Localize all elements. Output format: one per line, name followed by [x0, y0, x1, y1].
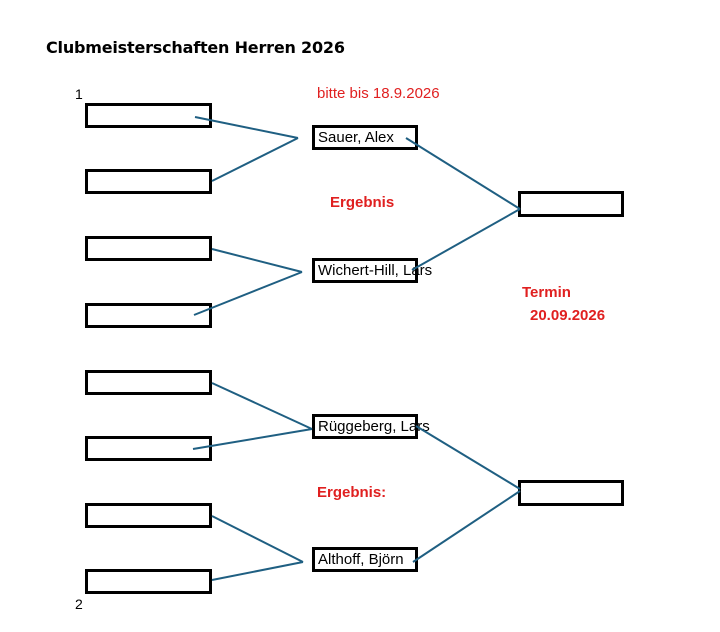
round1-slot-2[interactable] — [85, 169, 212, 194]
connector-line — [211, 561, 304, 581]
result-label-top: Ergebnis — [330, 194, 395, 211]
connector-line — [211, 248, 303, 273]
round1-slot-8[interactable] — [85, 569, 212, 594]
round1-slot-7[interactable] — [85, 503, 212, 528]
connector-line — [405, 137, 521, 210]
connector-line — [192, 428, 313, 450]
round1-slot-6[interactable] — [85, 436, 212, 461]
round2-slot-1[interactable]: Sauer, Alex — [312, 125, 418, 150]
seed-bottom: 2 — [75, 596, 83, 612]
connector-line — [415, 425, 521, 490]
final-slot-2[interactable] — [518, 480, 624, 506]
connector-line — [194, 116, 299, 139]
player-name: Sauer, Alex — [318, 129, 394, 146]
round2-slot-2[interactable]: Wichert-Hill, Lars — [312, 258, 432, 283]
page-title: Clubmeisterschaften Herren 2026 — [46, 38, 345, 57]
final-slot-1[interactable] — [518, 191, 624, 217]
connector-line — [211, 382, 313, 430]
round1-slot-3[interactable] — [85, 236, 212, 261]
connector-line — [193, 271, 303, 316]
connector-line — [412, 490, 521, 563]
connector-line — [211, 137, 299, 182]
round1-slot-1[interactable] — [85, 103, 212, 128]
seed-top: 1 — [75, 86, 83, 102]
deadline-note: bitte bis 18.9.2026 — [317, 85, 440, 102]
termin-label: Termin — [522, 284, 571, 301]
result-label-bottom: Ergebnis: — [317, 484, 387, 501]
player-name: Rüggeberg, Lars — [318, 418, 430, 435]
player-name: Althoff, Björn — [318, 551, 404, 568]
connector-line — [211, 515, 304, 563]
round1-slot-5[interactable] — [85, 370, 212, 395]
connector-line — [411, 208, 521, 271]
round1-slot-4[interactable] — [85, 303, 212, 328]
round2-slot-4[interactable]: Althoff, Björn — [312, 547, 418, 572]
termin-date: 20.09.2026 — [530, 307, 606, 324]
player-name: Wichert-Hill, Lars — [318, 262, 433, 279]
round2-slot-3[interactable]: Rüggeberg, Lars — [312, 414, 430, 439]
